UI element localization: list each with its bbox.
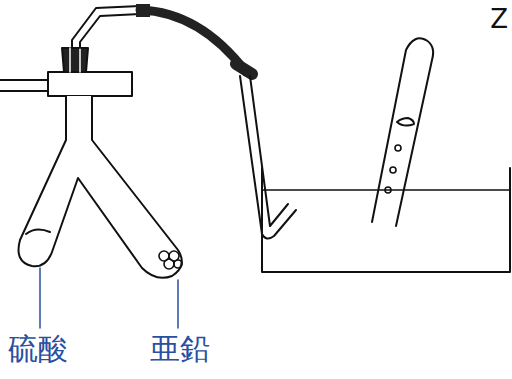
clamp-rod (0, 80, 48, 91)
clamp-holder (48, 72, 132, 96)
acid-level (26, 229, 50, 234)
rubber-tube (140, 10, 246, 72)
delivery-tube (240, 76, 296, 239)
tube-joint (236, 64, 252, 74)
collecting-tube (372, 38, 433, 226)
part-label: 亜鉛 (150, 334, 210, 364)
rubber-stopper (62, 48, 88, 72)
stopper-holes (70, 48, 80, 72)
gas-level (397, 118, 414, 126)
tube-joint (136, 4, 150, 17)
corner-letter: Z (490, 6, 508, 32)
gas-bubbles (385, 145, 401, 193)
part-label: 硫酸 (8, 334, 68, 364)
zinc-granules (159, 251, 182, 269)
leader-line (40, 268, 178, 328)
y-shaped-tube (19, 96, 182, 278)
glass-tube (72, 6, 140, 48)
